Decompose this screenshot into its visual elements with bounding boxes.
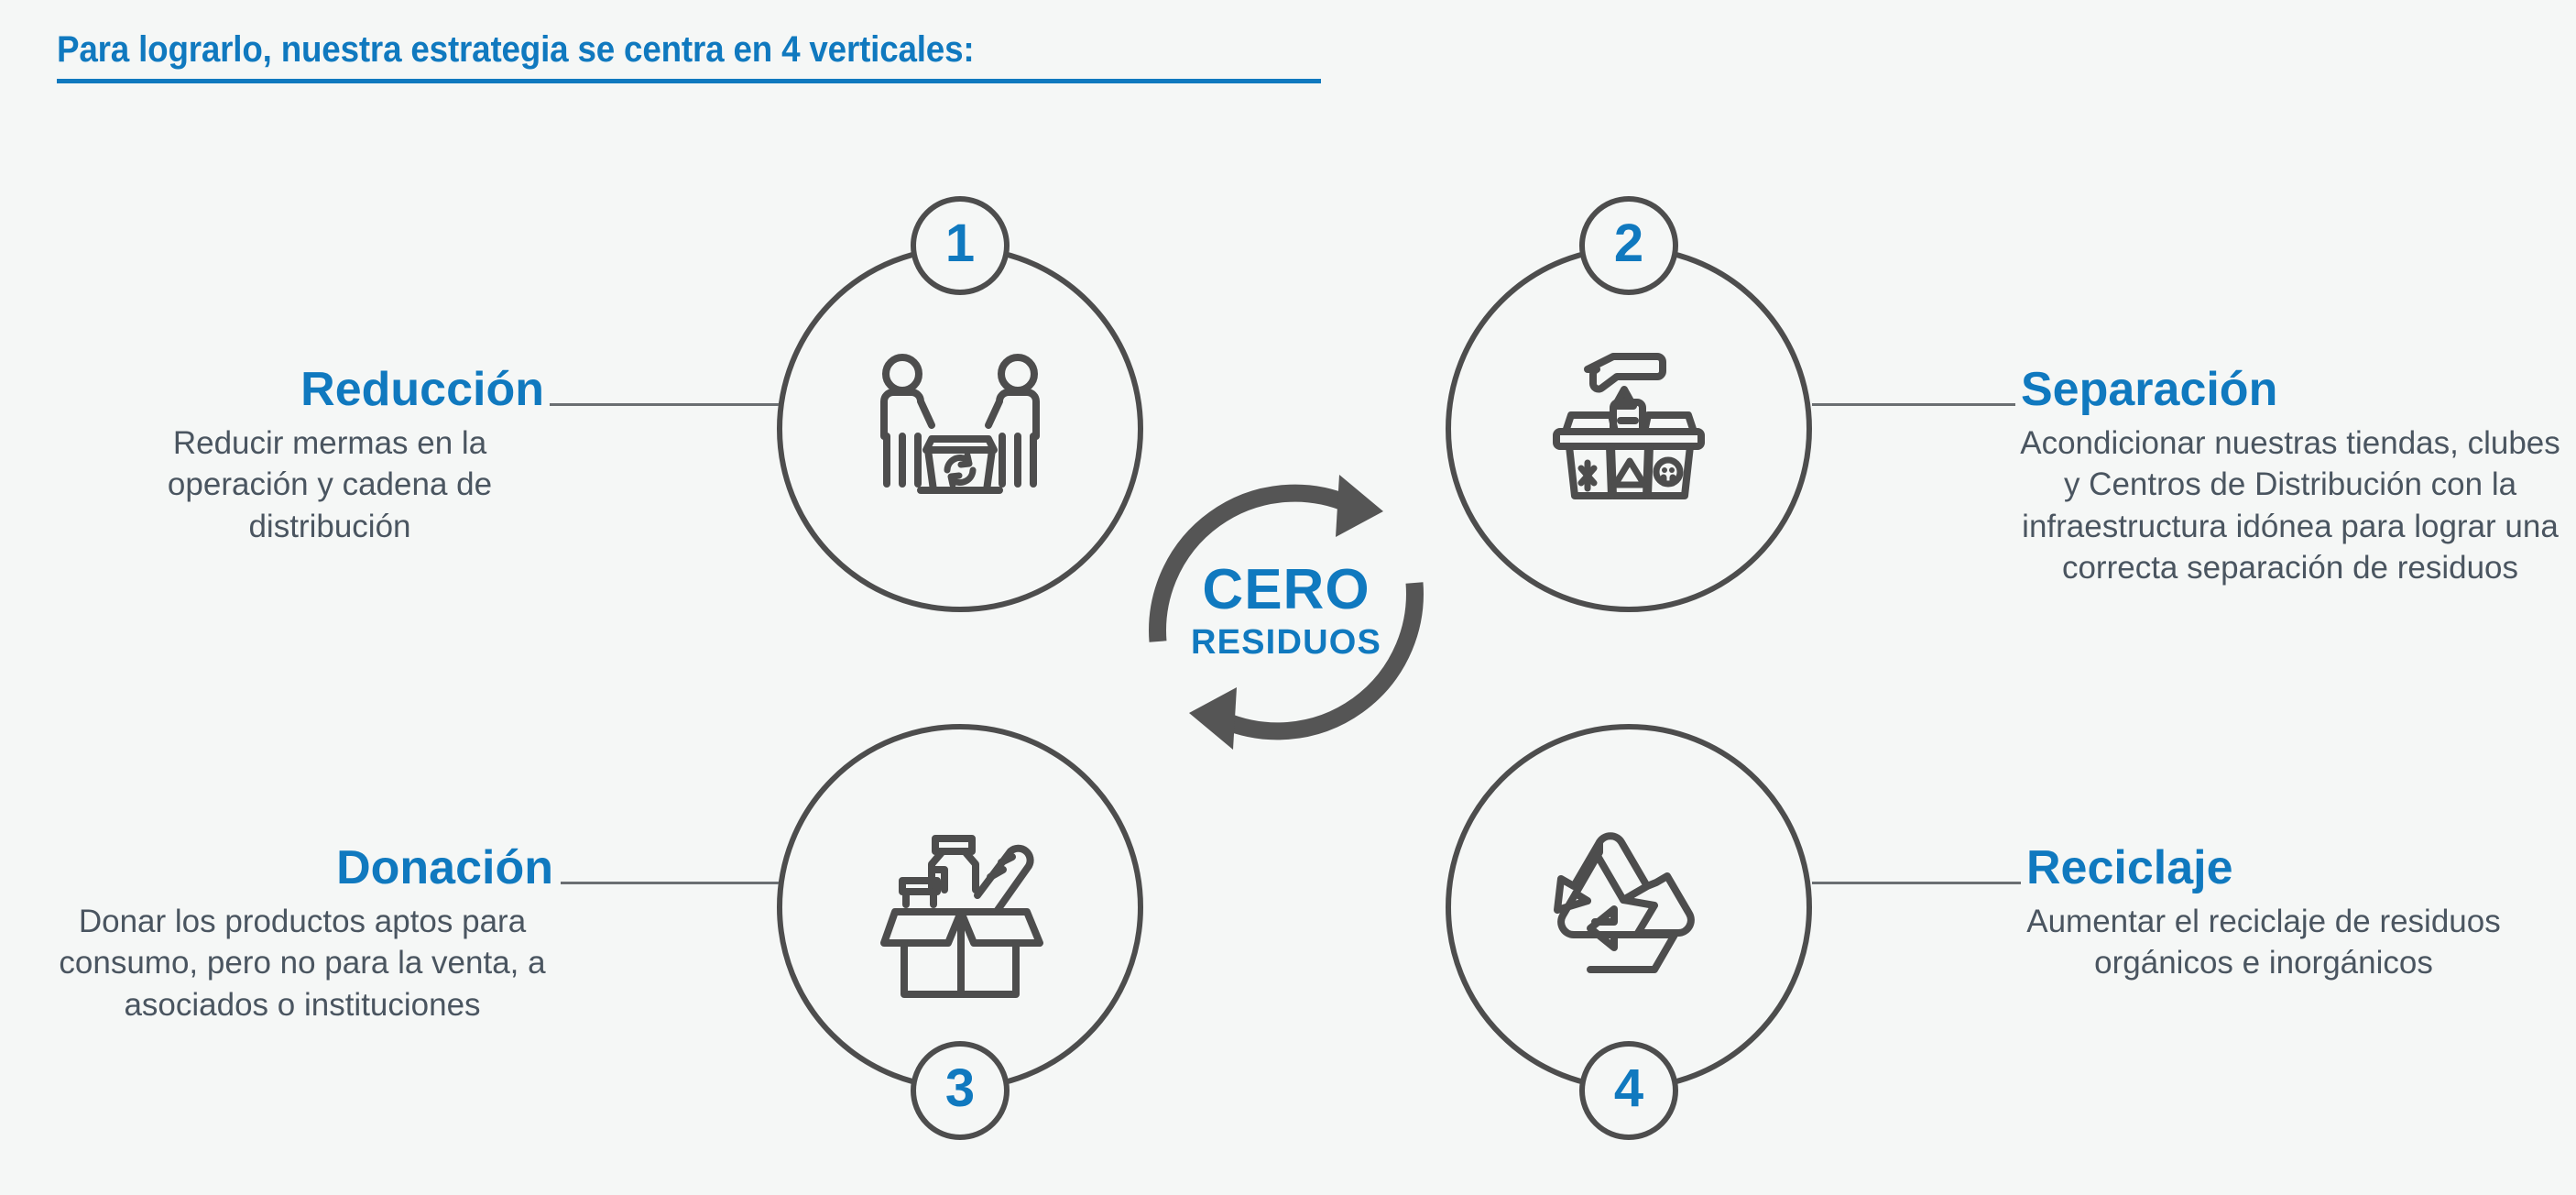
- cycle-label: CERO RESIDUOS: [1121, 562, 1451, 663]
- step-badge-3: 3: [911, 1041, 1010, 1140]
- vertical-description: Aumentar el reciclaje de residuos orgáni…: [2026, 903, 2501, 981]
- step-number: 4: [1613, 1058, 1644, 1118]
- vertical-text-reduccion: Reducción Reducir mermas en la operación…: [110, 365, 550, 547]
- step-badge-4: 4: [1579, 1041, 1678, 1140]
- recycling-triangle-icon: [1533, 811, 1725, 1003]
- cycle-title: CERO: [1202, 558, 1370, 622]
- people-with-recycling-bin-icon: [864, 333, 1056, 525]
- page-title: Para lograrlo, nuestra estrategia se cen…: [57, 29, 975, 70]
- vertical-node-reciclaje[interactable]: 4: [1446, 724, 1812, 1140]
- vertical-description: Donar los productos aptos para consumo, …: [59, 903, 546, 1023]
- step-badge-2: 2: [1579, 196, 1678, 295]
- connector-line-donacion: [561, 882, 779, 884]
- node-circle: [777, 724, 1143, 1091]
- connector-line-reciclaje: [1812, 882, 2021, 884]
- vertical-node-separacion[interactable]: 2: [1446, 196, 1812, 612]
- step-number: 1: [944, 214, 976, 273]
- cycle-arrows-icon: [1149, 475, 1424, 750]
- vertical-title: Separación: [2021, 363, 2278, 416]
- vertical-description: Reducir mermas en la operación y cadena …: [167, 424, 493, 544]
- vertical-title: Reciclaje: [2026, 841, 2233, 894]
- page-header: Para lograrlo, nuestra estrategia se cen…: [57, 29, 1431, 83]
- step-badge-1: 1: [911, 196, 1010, 295]
- connector-line-separacion: [1812, 403, 2015, 406]
- vertical-text-reciclaje: Reciclaje Aumentar el reciclaje de resid…: [2021, 843, 2506, 984]
- vertical-text-donacion: Donación Donar los productos aptos para …: [46, 843, 559, 1025]
- cero-residuos-cycle: CERO RESIDUOS: [1121, 447, 1451, 777]
- hand-sorting-waste-bins-icon: [1533, 333, 1725, 525]
- node-circle: [777, 246, 1143, 612]
- vertical-text-separacion: Separación Acondicionar nuestras tiendas…: [2015, 365, 2565, 589]
- cycle-subtitle: RESIDUOS: [1190, 623, 1382, 663]
- vertical-title: Donación: [336, 841, 553, 894]
- open-box-with-food-icon: [864, 811, 1056, 1003]
- step-number: 2: [1613, 214, 1644, 273]
- vertical-node-reduccion[interactable]: 1: [777, 196, 1143, 612]
- vertical-node-donacion[interactable]: 3: [777, 724, 1143, 1140]
- header-underline: [57, 79, 1321, 83]
- vertical-description: Acondicionar nuestras tiendas, clubes y …: [2020, 424, 2560, 587]
- connector-line-reduccion: [550, 403, 779, 406]
- vertical-title: Reducción: [300, 363, 544, 416]
- step-number: 3: [944, 1058, 976, 1118]
